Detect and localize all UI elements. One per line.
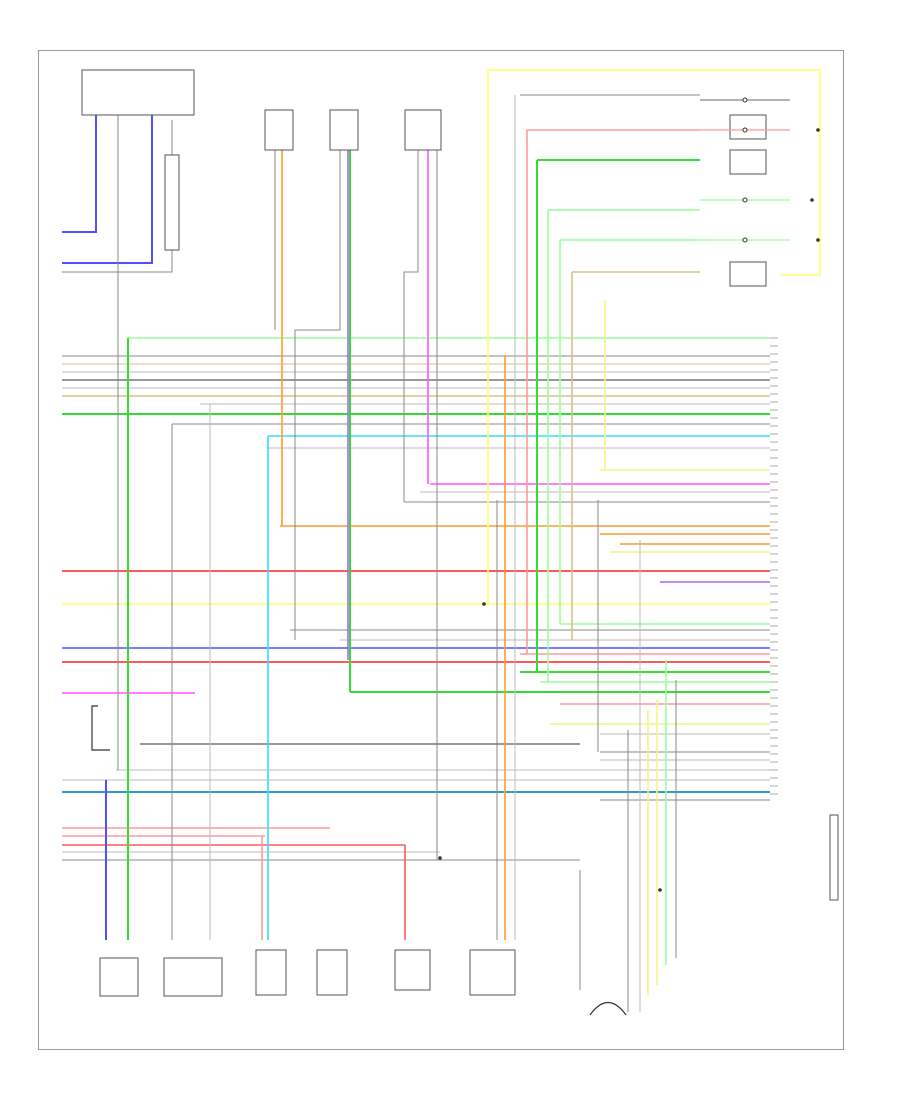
junction-dot-1 [816, 238, 820, 242]
bottom-sensor [394, 949, 431, 991]
bottom-connector-3 [255, 949, 287, 996]
junction-dot-5 [810, 198, 814, 202]
fuse-0 [742, 97, 748, 103]
junction-dot-0 [816, 128, 820, 132]
wire-blue-48 [62, 110, 97, 233]
bottom-connector-6 [469, 949, 516, 996]
bottom-connector-2 [163, 957, 223, 997]
diagram-frame [38, 50, 844, 1050]
fuse-1 [742, 127, 748, 133]
bottom-connector-1 [99, 957, 139, 997]
diode-module [164, 154, 180, 251]
wire-gray-51 [62, 120, 173, 273]
top-connector-1 [264, 109, 294, 151]
top-connector-2 [329, 109, 359, 151]
top-connector-3 [404, 109, 442, 151]
ground-bracket [91, 705, 110, 751]
junction-dot-4 [658, 888, 662, 892]
fuse-block [729, 261, 767, 287]
ignition-switch-box [81, 69, 195, 116]
junction-dot-2 [482, 602, 486, 606]
fuse-2 [742, 197, 748, 203]
wire-gray-57 [403, 150, 419, 502]
relay-2 [729, 149, 767, 175]
wire-gray-54 [294, 150, 341, 640]
bottom-connector-4 [316, 949, 348, 996]
side-module-bracket [829, 814, 839, 901]
component-layer [81, 69, 839, 1016]
speaker-hook [589, 1001, 627, 1016]
relay-1 [729, 114, 767, 140]
junction-dot-3 [438, 856, 442, 860]
fuse-3 [742, 237, 748, 243]
wire-yellow-80 [488, 69, 821, 276]
wire-blue-49 [62, 110, 153, 264]
wire-layer [62, 69, 821, 1012]
